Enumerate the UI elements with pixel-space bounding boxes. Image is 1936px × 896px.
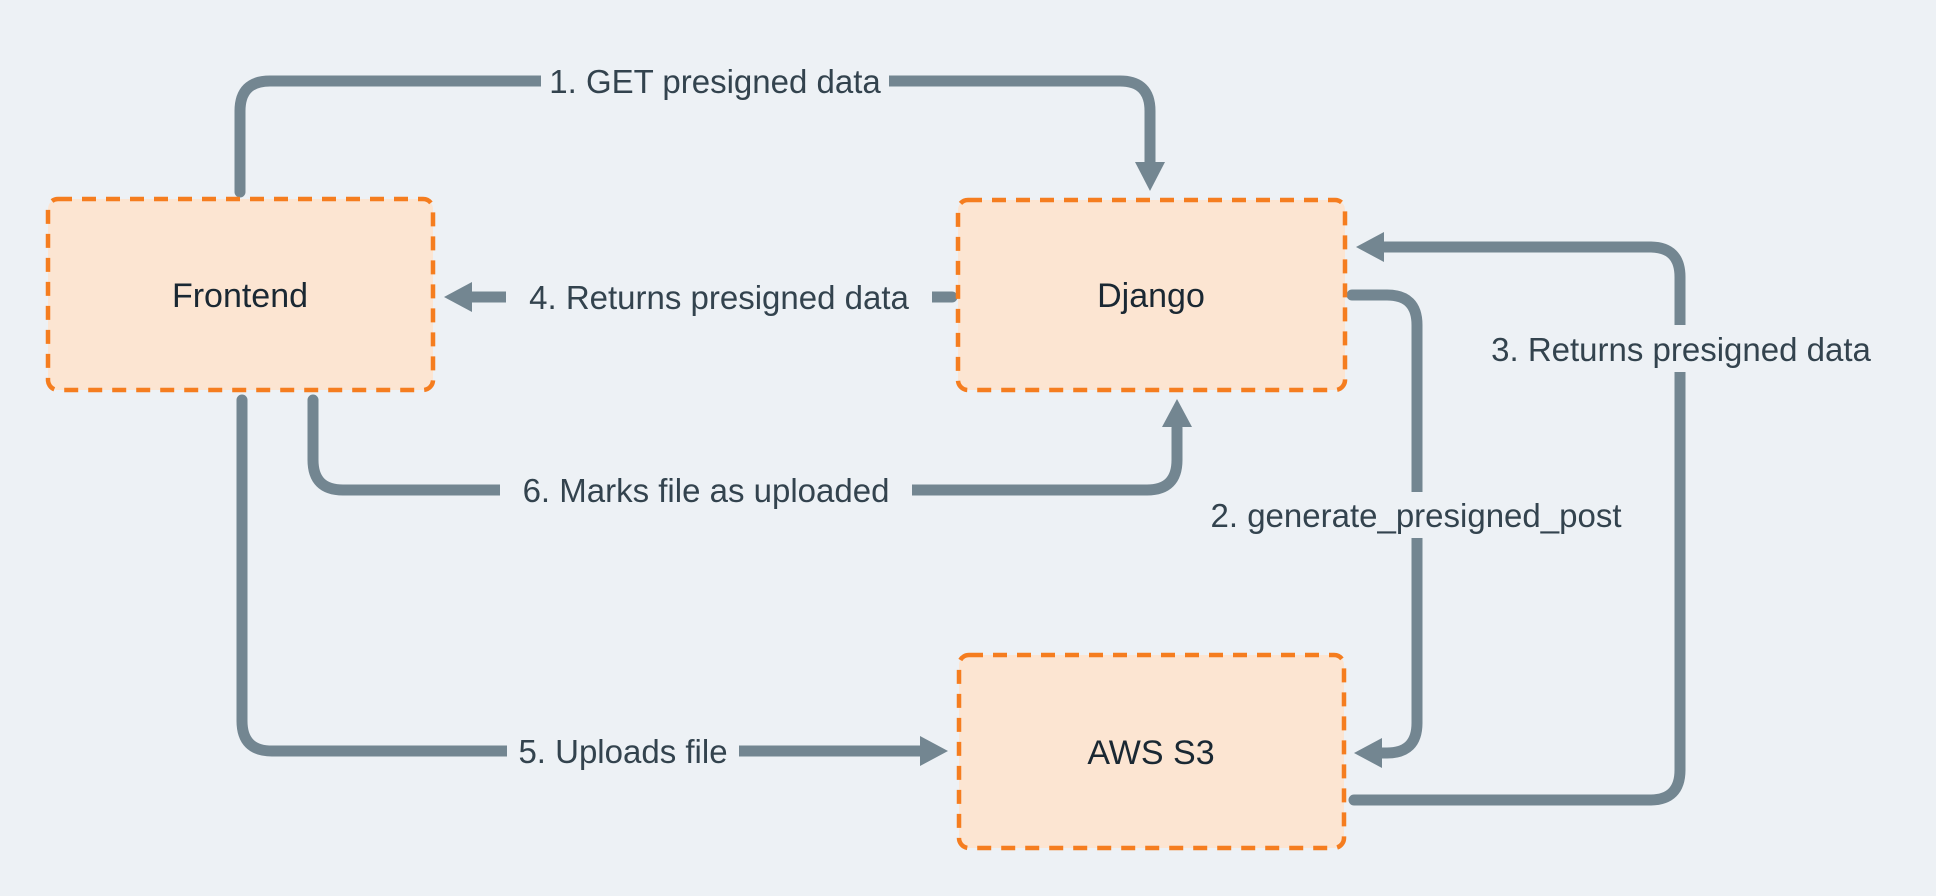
edge-2-generate-presigned-post: 2. generate_presigned_post [1194,289,1638,768]
node-django: Django [955,197,1348,393]
node-frontend: Frontend [45,196,436,393]
edge-5-label-bg [507,731,739,772]
node-aws-s3: AWS S3 [956,652,1347,851]
edge-6-label-bg [500,470,912,511]
edge-6-arrowhead-up-icon [1162,399,1192,427]
node-frontend-label: Frontend [172,277,308,315]
edge-4-returns-presigned-data: 4. Returns presigned data [444,277,958,318]
edge-1-label: 1. GET presigned data [549,63,881,100]
edge-5-label: 5. Uploads file [518,733,727,770]
edge-6-label: 6. Marks file as uploaded [523,472,890,509]
node-django-label: Django [1097,277,1205,315]
node-django-box [955,197,1348,393]
node-aws-s3-box [956,652,1347,851]
edge-5-uploads-file: 5. Uploads file [236,394,948,772]
edge-4-label-bg [506,277,932,318]
node-aws-s3-label: AWS S3 [1087,734,1214,772]
node-frontend-box [45,196,436,393]
edge-1-arrowhead-down-icon [1135,162,1165,191]
edge-3-path [1348,241,1686,806]
edge-1-label-bg [541,61,889,102]
edge-3-returns-presigned-data: 3. Returns presigned data [1348,232,1888,806]
edge-4-arrowhead-left-icon [444,282,472,312]
edge-2-label: 2. generate_presigned_post [1211,497,1622,534]
edge-5-path [236,394,926,757]
edge-3-arrowhead-left-icon [1356,232,1384,262]
edge-6-marks-file-uploaded: 6. Marks file as uploaded [307,394,1192,511]
edge-2-arrowhead-left-icon [1354,738,1382,768]
edge-4-label: 4. Returns presigned data [529,279,909,316]
edge-3-label: 3. Returns presigned data [1491,331,1871,368]
edge-5-arrowhead-right-icon [920,736,948,766]
edge-1-get-presigned-data: 1. GET presigned data [234,61,1165,198]
edge-3-label-bg [1474,325,1888,372]
edge-2-label-bg [1194,492,1638,538]
